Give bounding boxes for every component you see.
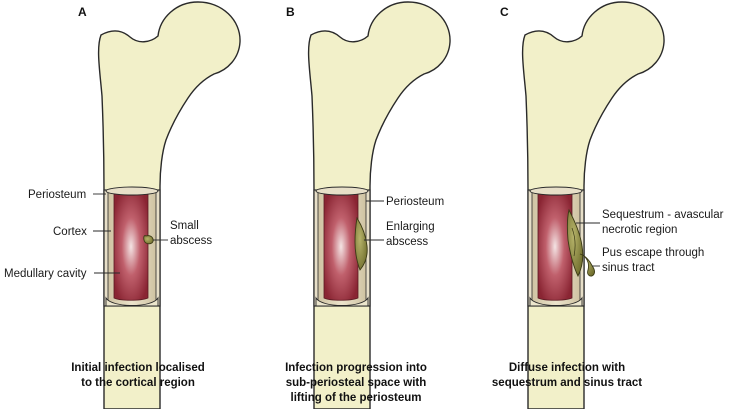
panel-c-pus-label-1: Pus escape through: [602, 247, 704, 259]
panel-a-bottom-ring: [105, 296, 159, 307]
panel-b-abscess-label-2: abscess: [386, 236, 428, 248]
panel-c-top-ring: [529, 186, 583, 196]
panel-c: C Sequestrum - avascular necrotic region…: [492, 1, 724, 409]
panel-b-letter: B: [286, 5, 295, 19]
panel-c-pus-label-2: sinus tract: [602, 262, 655, 274]
panel-a-medullary-cavity: [113, 192, 149, 301]
panel-a-top-ring: [105, 186, 159, 196]
panel-c-caption-line-2: sequestrum and sinus tract: [492, 377, 642, 389]
panel-a: A Periosteum Cortex Medullary cavity Sma…: [4, 1, 241, 409]
panel-a-periosteum-label: Periosteum: [28, 189, 86, 201]
panel-b-top-ring: [315, 186, 369, 196]
panel-c-sequestrum-detail: [571, 227, 576, 257]
panel-a-caption-line-1: Initial infection localised: [71, 362, 205, 374]
panel-c-letter: C: [500, 5, 509, 19]
panel-a-femur: [97, 1, 241, 409]
panel-a-caption-line-2: to the cortical region: [81, 377, 195, 389]
panel-b: B Periosteum Enlarging abscess Infection…: [285, 1, 451, 409]
panel-a-medullary-label: Medullary cavity: [4, 268, 87, 280]
panel-c-medullary-cavity: [537, 192, 573, 301]
panel-b-caption-line-1: Infection progression into: [285, 362, 427, 374]
panel-b-abscess-label-1: Enlarging: [386, 221, 435, 233]
panel-b-enlarging-abscess: [354, 216, 368, 271]
panel-b-bottom-ring: [315, 296, 369, 307]
panel-c-sinus-tract: [579, 253, 595, 277]
panel-c-femur: [521, 1, 665, 409]
panel-a-letter: A: [78, 5, 87, 19]
panel-a-cortex-label: Cortex: [53, 226, 87, 238]
panel-b-caption-line-3: lifting of the periosteum: [291, 392, 422, 404]
panel-c-bottom-ring: [529, 296, 583, 307]
panel-c-sequestrum-label-1: Sequestrum - avascular: [602, 209, 724, 221]
panel-b-medullary-cavity: [323, 192, 359, 301]
panel-a-abscess-label-2: abscess: [170, 235, 212, 247]
panel-a-small-abscess: [143, 235, 154, 245]
panel-c-sequestrum-label-2: necrotic region: [602, 224, 677, 236]
panel-b-femur: [307, 1, 451, 409]
panel-a-abscess-label-1: Small: [170, 220, 199, 232]
panel-b-periosteum-label: Periosteum: [386, 196, 444, 208]
panel-b-caption-line-2: sub-periosteal space with: [286, 377, 427, 389]
panel-c-caption-line-1: Diffuse infection with: [509, 362, 625, 374]
